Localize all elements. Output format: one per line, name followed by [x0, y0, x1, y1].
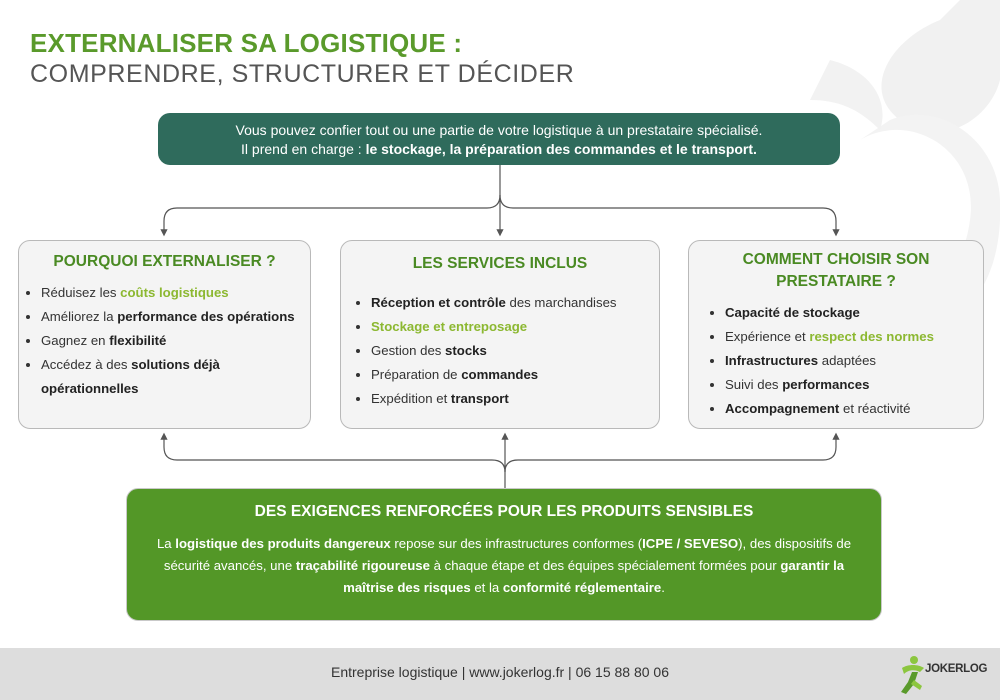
bold-span: conformité réglementaire [502, 580, 662, 595]
item-text: Accédez à des [41, 357, 132, 372]
footer-bar: Entreprise logistique | www.jokerlog.fr … [0, 648, 1000, 700]
card-title: COMMENT CHOISIR SON PRESTATAIRE ? [742, 251, 930, 290]
intro-line-2-bold: le stockage, la préparation des commande… [365, 141, 757, 157]
item-text: Préparation de [371, 367, 462, 382]
item-bold: Réception et contrôle [371, 295, 506, 310]
list-item: Réduisez les coûts logistiques [41, 281, 310, 305]
item-bold: Accompagnement [725, 401, 840, 416]
item-text: Gagnez en [41, 333, 110, 348]
item-text: Suivi des [725, 377, 783, 392]
item-highlight: respect des normes [809, 329, 934, 344]
item-highlight: Stockage et entreposage [371, 319, 528, 334]
list-item: Expédition et transport [371, 387, 659, 411]
card-pourquoi-externaliser: POURQUOI EXTERNALISER ? Réduisez les coû… [18, 240, 311, 429]
bold-span: garantir la maîtrise des risques [343, 558, 845, 595]
list-item: Stockage et entreposage [371, 315, 659, 339]
text-span: et la [470, 580, 503, 595]
item-text: des marchandises [505, 295, 617, 310]
list-item: Gestion des stocks [371, 339, 659, 363]
item-bold: solutions déjà opérationnelles [41, 357, 220, 396]
item-bold: performance des opérations [117, 309, 295, 324]
item-text: Expédition et [371, 391, 451, 406]
item-bold: flexibilité [109, 333, 167, 348]
item-bold: performances [782, 377, 870, 392]
item-bold: stocks [445, 343, 487, 358]
item-bold: Infrastructures [725, 353, 819, 368]
item-text: Réduisez les [41, 285, 121, 300]
item-text: Gestion des [371, 343, 446, 358]
item-text: et réactivité [839, 401, 911, 416]
text-span: à chaque étape et des équipes spécialeme… [429, 558, 781, 573]
logo-wordmark: JOKERLOG [925, 663, 988, 675]
list-item: Infrastructures adaptées [725, 349, 983, 373]
text-span: ), des dispositifs de sécurité avancés, … [163, 536, 852, 573]
intro-line-1: Vous pouvez confier tout ou une partie d… [235, 122, 763, 138]
intro-line-2: Il prend en charge : le stockage, la pré… [170, 140, 828, 159]
list-item: Suivi des performances [725, 373, 983, 397]
item-text: Expérience et [725, 329, 810, 344]
list-item: Gagnez en flexibilité [41, 329, 310, 353]
page-title: EXTERNALISER SA LOGISTIQUE : [30, 28, 463, 58]
sensitive-products-box: DES EXIGENCES RENFORCÉES POUR LES PRODUI… [126, 488, 882, 621]
card-list: Réception et contrôle des marchandises S… [371, 291, 659, 411]
bold-span: traçabilité rigoureuse [295, 558, 430, 573]
list-item: Préparation de commandes [371, 363, 659, 387]
list-item: Capacité de stockage [725, 301, 983, 325]
text-span: . [661, 580, 665, 595]
sensitive-paragraph: La logistique des produits dangereux rep… [155, 533, 853, 599]
bold-span: logistique des produits dangereux [175, 536, 391, 551]
bold-span: ICPE / SEVESO [642, 536, 739, 551]
card-title: LES SERVICES INCLUS [412, 255, 588, 272]
list-item: Expérience et respect des normes [725, 325, 983, 349]
card-services-inclus: LES SERVICES INCLUS Réception et contrôl… [340, 240, 660, 429]
jokerlog-logo-icon [901, 656, 924, 694]
item-text: Améliorez la [41, 309, 118, 324]
intro-box: Vous pouvez confier tout ou une partie d… [158, 113, 840, 165]
sensitive-title: DES EXIGENCES RENFORCÉES POUR LES PRODUI… [254, 503, 754, 520]
item-bold: transport [450, 391, 509, 406]
card-choisir-prestataire: COMMENT CHOISIR SON PRESTATAIRE ? Capaci… [688, 240, 984, 429]
list-item: Accédez à des solutions déjà opérationne… [41, 353, 310, 401]
item-text: adaptées [818, 353, 877, 368]
page-subtitle: COMPRENDRE, STRUCTURER ET DÉCIDER [30, 60, 575, 88]
footer-contact: Entreprise logistique | www.jokerlog.fr … [330, 664, 670, 680]
card-title: POURQUOI EXTERNALISER ? [53, 253, 276, 270]
text-span: repose sur des infrastructures conformes… [390, 536, 643, 551]
intro-line-2-prefix: Il prend en charge : [241, 141, 366, 157]
item-bold: commandes [461, 367, 539, 382]
text-span: La [156, 536, 176, 551]
item-highlight: coûts logistiques [120, 285, 229, 300]
list-item: Réception et contrôle des marchandises [371, 291, 659, 315]
item-bold: Capacité de stockage [725, 305, 860, 320]
list-item: Accompagnement et réactivité [725, 397, 983, 421]
card-list: Capacité de stockage Expérience et respe… [725, 301, 983, 421]
list-item: Améliorez la performance des opérations [41, 305, 310, 329]
card-list: Réduisez les coûts logistiques Améliorez… [41, 281, 310, 401]
